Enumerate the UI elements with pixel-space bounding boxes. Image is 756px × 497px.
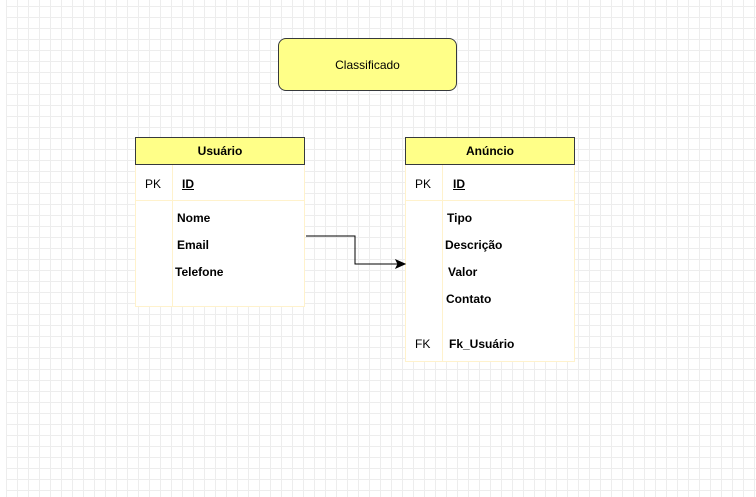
entity-anuncio-pk-row[interactable] (406, 165, 574, 201)
connector-arrowhead (394, 258, 407, 270)
usuario-pk-label: PK (145, 177, 162, 191)
entity-usuario-header[interactable]: Usuário (135, 137, 305, 165)
anuncio-fk-label: FK (415, 337, 431, 351)
usuario-field-email[interactable]: Email (177, 238, 210, 252)
anuncio-field-tipo[interactable]: Tipo (447, 211, 473, 225)
anuncio-field-contato[interactable]: Contato (446, 292, 492, 306)
anuncio-field-valor[interactable]: Valor (448, 265, 478, 279)
title-label: Classificado (335, 57, 400, 72)
anuncio-field-descricao[interactable]: Descrição (445, 238, 503, 252)
usuario-field-telefone[interactable]: Telefone (175, 265, 224, 279)
entity-anuncio[interactable]: Anúncio PK ID Tipo Descrição Valor Conta… (405, 137, 575, 362)
entity-usuario-pk-row[interactable] (136, 165, 304, 201)
anuncio-pk-field[interactable]: ID (453, 177, 465, 191)
entity-usuario[interactable]: Usuário PK ID Nome Email Telefone (135, 137, 305, 307)
entity-usuario-key-divider (172, 165, 173, 307)
entity-anuncio-key-divider (442, 165, 443, 362)
connector-line (306, 235, 398, 265)
entity-anuncio-name: Anúncio (466, 144, 514, 158)
title-box[interactable]: Classificado (278, 38, 457, 91)
entity-usuario-name: Usuário (197, 144, 243, 158)
usuario-pk-field[interactable]: ID (182, 177, 194, 191)
anuncio-fk-field[interactable]: Fk_Usuário (449, 337, 515, 351)
anuncio-pk-label: PK (415, 177, 432, 191)
usuario-field-nome[interactable]: Nome (177, 211, 211, 225)
entity-anuncio-header[interactable]: Anúncio (405, 137, 575, 165)
